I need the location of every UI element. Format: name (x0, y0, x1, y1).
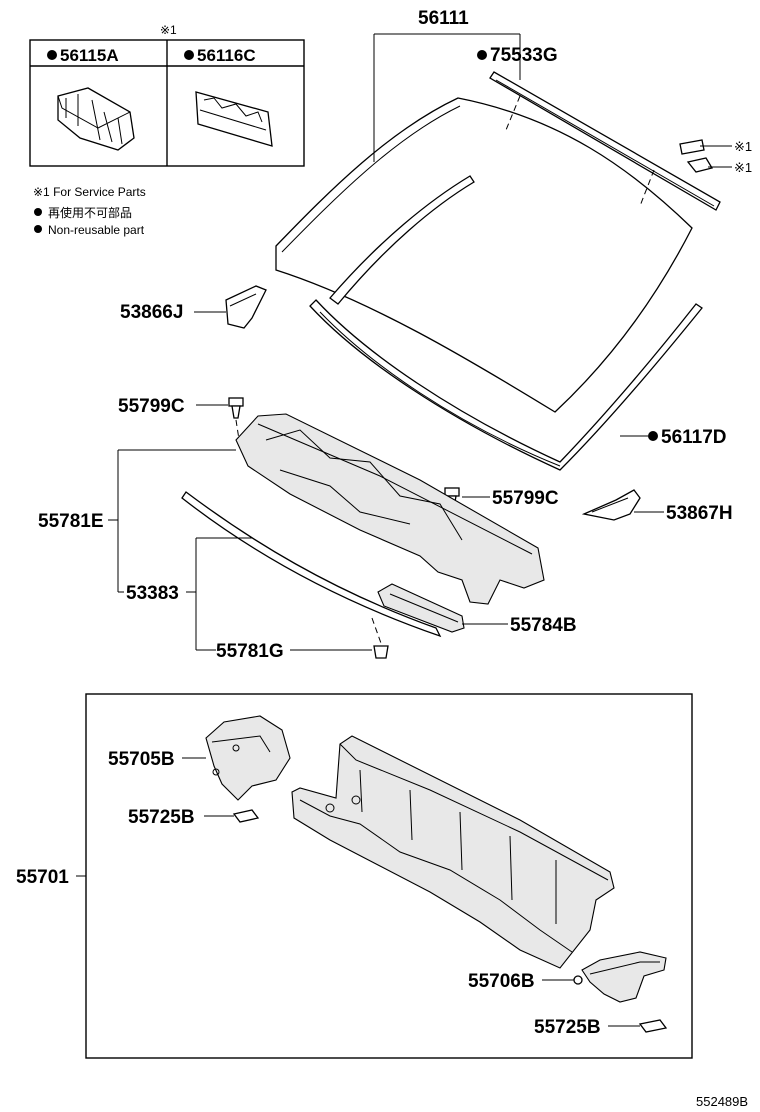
service-clip-bottom-drawing (686, 157, 714, 173)
clip-55725b-b-drawing (638, 1019, 668, 1033)
bracket-55706b-drawing (573, 951, 667, 1003)
legend-service-parts: ※1 For Service Parts (33, 185, 146, 199)
callout-55706b: 55706B (468, 971, 535, 992)
leader-lines-upper (108, 33, 732, 651)
callout-55799c-right: 55799C (492, 488, 559, 509)
non-reusable-dot-56116c (184, 50, 194, 60)
callout-53383: 53383 (126, 583, 179, 604)
upper-molding-75533g-drawing (489, 71, 721, 211)
callout-75533g: 75533G (490, 45, 558, 66)
callout-55725b-a: 55725B (128, 807, 195, 828)
legend-non-reusable-cn: 再使用不可部品 (48, 205, 132, 220)
callout-56117d: 56117D (661, 427, 727, 448)
non-reusable-dot-56115a (47, 50, 57, 60)
callout-55781e: 55781E (38, 511, 104, 532)
clip-55781g-guide (371, 617, 383, 647)
cowl-top-panel-55781e-drawing (235, 413, 545, 605)
service-mark-label: ※1 (160, 23, 177, 37)
callout-service-mark-2: ※1 (734, 160, 752, 175)
callout-55784b: 55784B (510, 615, 577, 636)
windshield-glass-drawing (275, 97, 693, 413)
callout-55705b: 55705B (108, 749, 175, 770)
bracket-55784b-drawing (377, 583, 465, 633)
clip-55799c-left-drawing (228, 397, 244, 419)
side-cover-53866j-drawing (225, 285, 267, 329)
legend-non-reusable-en: Non-reusable part (48, 223, 145, 237)
windshield-molding-56117d-drawing (309, 299, 703, 471)
service-clip-top-drawing (679, 139, 705, 155)
callout-service-mark-1: ※1 (734, 139, 752, 154)
clip-56115a-drawing (57, 87, 135, 151)
dash-panel-55701-drawing (291, 735, 615, 969)
callout-55725b-b: 55725B (534, 1017, 601, 1038)
molding-guide-lines (505, 95, 655, 207)
legend-dot-2 (34, 225, 42, 233)
molding-56116c-drawing (195, 91, 273, 147)
callout-56111: 56111 (418, 8, 469, 29)
bracket-55705b-drawing (205, 715, 291, 801)
callout-55799c-left: 55799C (118, 396, 185, 417)
drawing-code: 552489B (696, 1094, 748, 1109)
part-label-56115a: 56115A (60, 46, 119, 65)
callout-53866j: 53866J (120, 302, 183, 323)
part-label-56116c: 56116C (197, 46, 256, 65)
legend-dot-1 (34, 208, 42, 216)
callout-55701: 55701 (16, 867, 69, 888)
leader-lines-lower (76, 757, 640, 1027)
glass-dam-left-drawing (329, 175, 475, 305)
clip-55725b-a-drawing (232, 809, 260, 823)
callout-55781g: 55781G (216, 641, 284, 662)
side-cover-53867h-drawing (581, 489, 641, 521)
non-reusable-dot-56117d (648, 431, 658, 441)
non-reusable-dot-75533g (477, 50, 487, 60)
clip-55781g-drawing (373, 645, 389, 659)
callout-53867h: 53867H (666, 503, 733, 524)
service-parts-box (29, 39, 305, 167)
